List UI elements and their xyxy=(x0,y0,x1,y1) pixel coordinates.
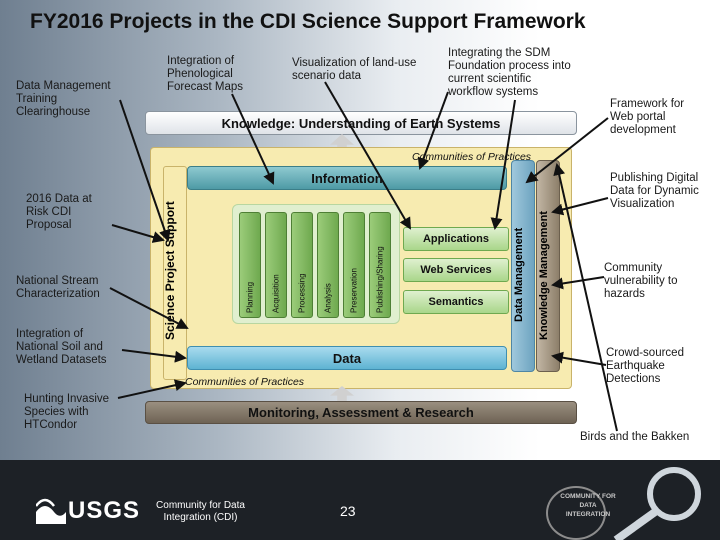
cdi-logo-magnifier-icon xyxy=(613,467,701,540)
cdi-logo-ring xyxy=(546,486,606,540)
usgs-wordmark: USGS xyxy=(68,497,141,524)
column-acquisition: Acquisition xyxy=(265,212,287,318)
science-project-support-bar xyxy=(163,166,187,380)
applications-box: Applications xyxy=(403,227,509,251)
data-management-label: Data Management xyxy=(513,227,525,322)
label-data-management-training: Data Management Training Clearinghouse xyxy=(16,80,111,118)
usgs-wave-icon xyxy=(36,498,66,524)
column-preservation: Preservation xyxy=(343,212,365,318)
web-services-box: Web Services xyxy=(403,258,509,282)
column-processing: Processing xyxy=(291,212,313,318)
footer-cdi-text: Community for Data Integration (CDI) xyxy=(156,500,245,523)
label-web-portal: Framework for Web portal development xyxy=(610,98,685,136)
label-community-vulnerability: Community vulnerability to hazards xyxy=(604,262,678,300)
column-publishing-sharing: Publishing/Sharing xyxy=(369,212,391,318)
label-sdm-foundation: Integrating the SDM Foundation process i… xyxy=(448,47,571,98)
usgs-logo: USGS xyxy=(36,497,140,525)
column-planning: Planning xyxy=(239,212,261,318)
information-bar: Information xyxy=(187,166,507,190)
science-project-support-label: Science Project Support xyxy=(163,201,177,340)
cdi-logo-text: COMMUNITY FOR DATA INTEGRATION xyxy=(560,493,616,518)
semantics-box: Semantics xyxy=(403,290,509,314)
communities-bottom-label: Communities of Practices xyxy=(185,376,305,388)
label-invasive-species: Hunting Invasive Species with HTCondor xyxy=(24,393,110,431)
knowledge-bar: Knowledge: Understanding of Earth System… xyxy=(145,111,577,135)
page-number: 23 xyxy=(340,503,356,519)
monitoring-bar: Monitoring, Assessment & Research xyxy=(145,401,577,424)
label-landuse-visualization: Visualization of land-use scenario data xyxy=(292,57,417,82)
label-data-at-risk: 2016 Data at Risk CDI Proposal xyxy=(26,193,92,231)
label-publishing-digital-data: Publishing Digital Data for Dynamic Visu… xyxy=(610,172,699,210)
knowledge-management-label: Knowledge Management xyxy=(538,211,550,340)
label-crowd-sourced: Crowd-sourced Earthquake Detections xyxy=(606,347,684,385)
slide-title: FY2016 Projects in the CDI Science Suppo… xyxy=(30,10,586,33)
data-bar: Data xyxy=(187,346,507,370)
label-soil-wetland: Integration of National Soil and Wetland… xyxy=(16,328,107,366)
label-birds-bakken: Birds and the Bakken xyxy=(580,431,690,443)
label-phenological-maps: Integration of Phenological Forecast Map… xyxy=(167,55,244,93)
label-stream-characterization: National Stream Characterization xyxy=(16,275,100,300)
column-analysis: Analysis xyxy=(317,212,339,318)
